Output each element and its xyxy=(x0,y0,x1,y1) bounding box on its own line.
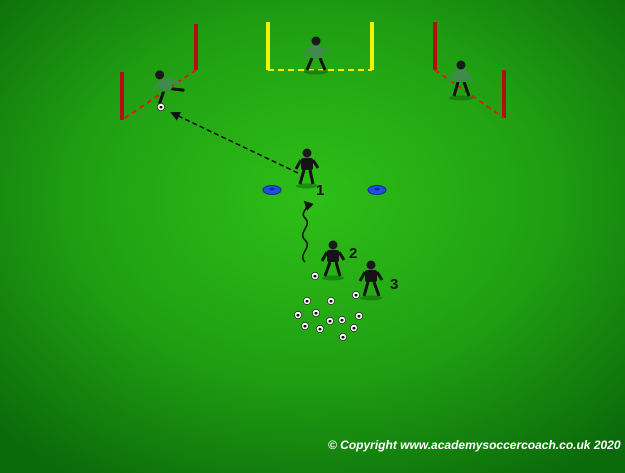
copyright-text: © Copyright www.academysoccercoach.co.uk… xyxy=(328,438,621,452)
ball xyxy=(338,332,348,342)
goalkeeper-right xyxy=(448,60,473,101)
ball xyxy=(337,315,347,325)
right-mini-goal xyxy=(433,22,506,119)
ball xyxy=(310,271,320,281)
ball xyxy=(325,316,335,326)
ball xyxy=(354,311,364,321)
ball xyxy=(311,308,321,318)
ball xyxy=(293,310,303,320)
goalkeeper-main xyxy=(301,36,331,75)
ball xyxy=(302,296,312,306)
ball xyxy=(315,324,325,334)
player-number-3: 3 xyxy=(390,276,398,293)
ball xyxy=(326,296,336,306)
player-number-2: 2 xyxy=(349,245,357,262)
player-number-1: 1 xyxy=(316,182,324,199)
pass-arrow xyxy=(170,111,299,174)
ball-at-left-goal xyxy=(156,102,166,112)
ball xyxy=(300,321,310,331)
attacker-1 xyxy=(294,148,320,189)
cone-left xyxy=(262,185,282,195)
attacker-2 xyxy=(320,240,346,281)
ball xyxy=(351,290,361,300)
left-mini-goal xyxy=(120,24,198,121)
dribble-path xyxy=(301,200,314,263)
attacker-3 xyxy=(358,260,384,301)
cone-right xyxy=(367,185,387,195)
ball xyxy=(349,323,359,333)
goalkeeper-left xyxy=(151,70,185,105)
